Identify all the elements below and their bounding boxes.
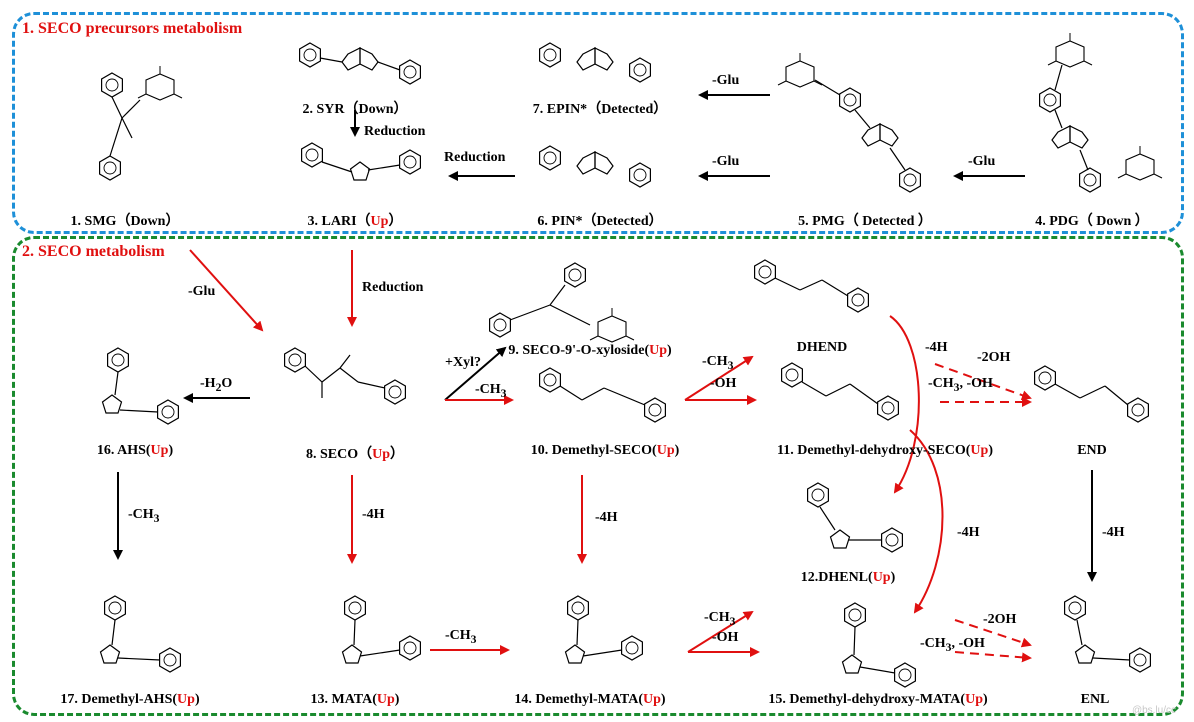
reaction-11-to-end-b: -CH3, -OH bbox=[928, 376, 993, 394]
label-dhenl: 12.DHENL(Up) bbox=[800, 570, 896, 585]
reaction-seco-4h: -4H bbox=[362, 507, 385, 522]
label-demethyl-seco: 10. Demethyl-SECO(Up) bbox=[530, 443, 680, 458]
mol-smg bbox=[98, 65, 183, 181]
mol-dhend bbox=[753, 259, 870, 313]
mol-demethyl-mata bbox=[564, 595, 644, 664]
reaction-14-to-15-b: -OH bbox=[712, 630, 739, 645]
label-pin: 6. PIN*（Detected） bbox=[537, 214, 663, 229]
label-pdg: 4. PDG（ Down ） bbox=[1035, 214, 1149, 229]
mol-demethyl-ahs bbox=[99, 595, 181, 673]
mol-demethyl-dehydroxy-seco bbox=[780, 362, 900, 421]
reaction-epin-from-pmg: -Glu bbox=[712, 73, 740, 88]
mol-end bbox=[1033, 365, 1150, 423]
label-epin: 7. EPIN*（Detected） bbox=[532, 102, 668, 117]
mol-pdg bbox=[1038, 32, 1163, 193]
reaction-pmg-from-pdg: -Glu bbox=[968, 154, 996, 169]
reaction-to-seco-glu: -Glu bbox=[188, 284, 216, 299]
label-enl: ENL bbox=[1080, 692, 1110, 707]
label-demethyl-ahs: 17. Demethyl-AHS(Up) bbox=[60, 692, 200, 707]
metabolism-section-title: 2. SECO metabolism bbox=[22, 243, 165, 260]
mol-lari bbox=[301, 142, 421, 181]
reaction-demethyl-to-11-a: -CH3 bbox=[702, 354, 734, 372]
label-syr: 2. SYR（Down） bbox=[302, 102, 408, 117]
label-demethyl-mata: 14. Demethyl-MATA(Up) bbox=[514, 692, 666, 707]
label-ahs: 16. AHS(Up) bbox=[96, 443, 174, 458]
watermark: @bs.lu/cc bbox=[1131, 705, 1176, 716]
reaction-seco-to-xyloside: +Xyl? bbox=[445, 355, 481, 370]
label-smg: 1. SMG（Down） bbox=[70, 214, 180, 229]
mol-seco bbox=[284, 347, 406, 405]
label-demethyl-dehydroxy-seco: 11. Demethyl-dehydroxy-SECO(Up) bbox=[777, 443, 993, 458]
reaction-pin-to-lari: Reduction bbox=[444, 150, 506, 165]
reaction-lari-to-seco: Reduction bbox=[362, 280, 424, 295]
mol-seco-xyloside bbox=[489, 262, 635, 343]
reaction-seco-to-demethyl: -CH3 bbox=[475, 382, 507, 400]
reaction-15-to-enl-b: -CH3, -OH bbox=[920, 636, 985, 654]
reaction-syr-to-lari: Reduction bbox=[364, 124, 426, 139]
mol-epin bbox=[538, 42, 652, 83]
reaction-demethyl-to-11-b: -OH bbox=[710, 376, 737, 391]
reaction-15-to-enl-a: -2OH bbox=[983, 612, 1017, 627]
label-seco-xyloside: 9. SECO-9'-O-xyloside(Up) bbox=[508, 343, 672, 358]
reaction-11-to-end-a: -2OH bbox=[977, 350, 1011, 365]
mol-mata bbox=[341, 595, 421, 664]
label-pmg: 5. PMG（ Detected ） bbox=[798, 214, 932, 229]
reaction-ahs-to-17: -CH3 bbox=[128, 507, 160, 525]
label-seco: 8. SECO（Up） bbox=[305, 447, 405, 462]
mol-demethyl-seco bbox=[538, 367, 667, 423]
mol-pin bbox=[538, 145, 652, 188]
reaction-mata-to-14: -CH3 bbox=[445, 628, 477, 646]
mol-dhenl bbox=[806, 482, 904, 553]
reaction-14-to-15-a: -CH3 bbox=[704, 610, 736, 628]
mol-pmg bbox=[777, 52, 922, 193]
precursors-section-title: 1. SECO precursors metabolism bbox=[22, 20, 243, 37]
mol-syr bbox=[299, 42, 421, 85]
reaction-11-4h: -4H bbox=[957, 525, 980, 540]
label-lari: 3. LARI（Up） bbox=[307, 214, 403, 229]
mol-ahs bbox=[101, 347, 179, 425]
reaction-seco-to-ahs: -H2O bbox=[200, 376, 233, 394]
precursors-section bbox=[12, 12, 1184, 234]
label-dhend: DHEND bbox=[796, 340, 848, 355]
reaction-demethyl-4h: -4H bbox=[595, 510, 618, 525]
mol-enl bbox=[1063, 595, 1152, 673]
reaction-dhend-4h: -4H bbox=[925, 340, 948, 355]
reaction-end-4h: -4H bbox=[1102, 525, 1125, 540]
label-demethyl-dehydroxy-mata: 15. Demethyl-dehydroxy-MATA(Up) bbox=[768, 692, 988, 707]
metabolism-section bbox=[12, 236, 1184, 716]
reaction-pin-from-pmg: -Glu bbox=[712, 154, 740, 169]
label-mata: 13. MATA(Up) bbox=[310, 692, 400, 707]
label-end: END bbox=[1077, 443, 1107, 458]
mol-demethyl-dehydroxy-mata bbox=[841, 602, 917, 688]
